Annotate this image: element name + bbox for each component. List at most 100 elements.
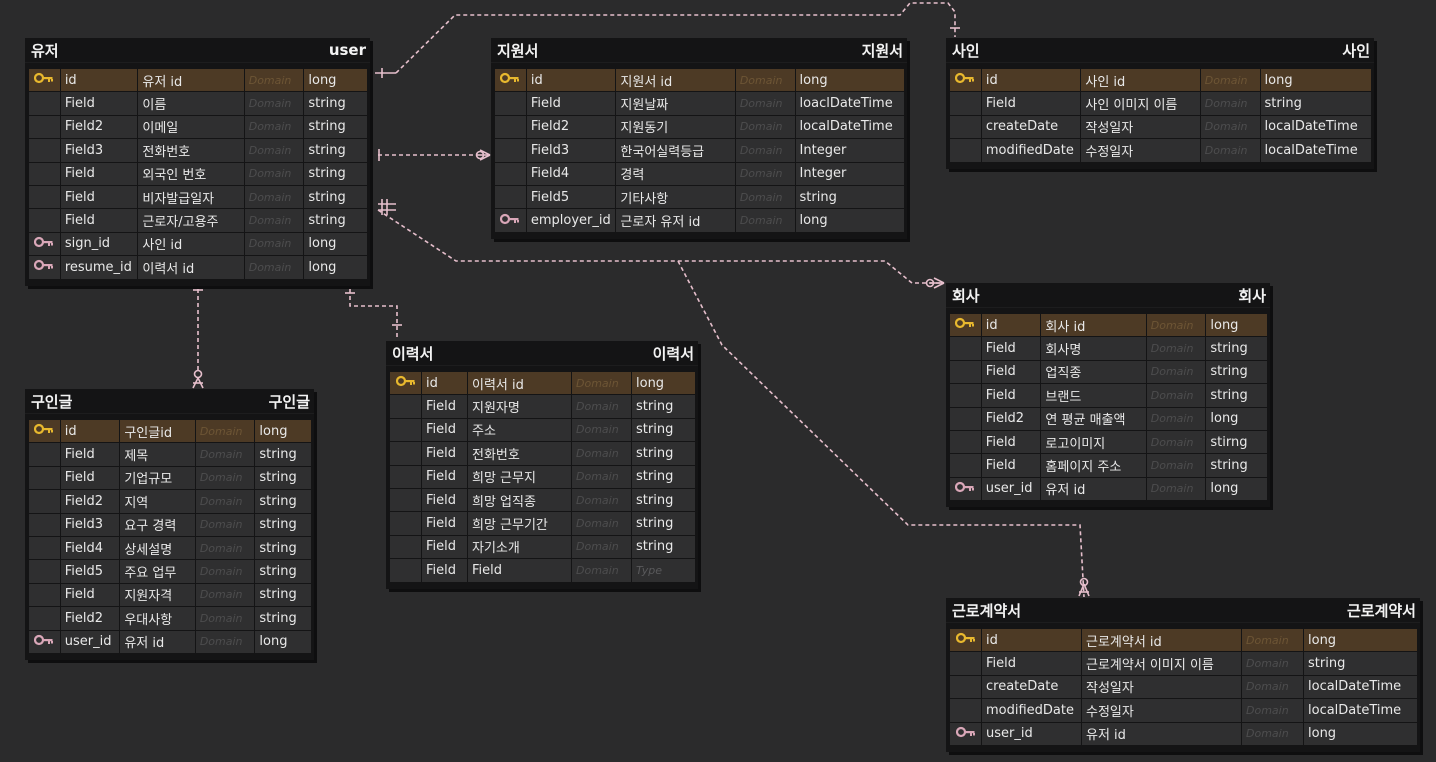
column-type[interactable]: string: [632, 465, 696, 489]
column-name[interactable]: Field: [422, 535, 468, 560]
column-logical-name[interactable]: 지원동기: [616, 115, 736, 140]
column-name[interactable]: Field: [422, 488, 468, 513]
column-logical-name[interactable]: 작성일자: [1081, 115, 1201, 140]
column-name[interactable]: Field: [60, 209, 139, 233]
column-domain[interactable]: Domain: [572, 465, 632, 489]
column-logical-name[interactable]: 회사명: [1041, 337, 1147, 361]
column-logical-name[interactable]: 비자발급일자: [138, 185, 245, 210]
column-type[interactable]: string: [255, 443, 312, 467]
column-domain[interactable]: Domain: [572, 395, 632, 419]
column-name[interactable]: id: [982, 629, 1082, 653]
column-domain[interactable]: Domain: [195, 443, 256, 467]
column-domain[interactable]: Domain: [1146, 430, 1207, 455]
column-logical-name[interactable]: 한국어실력등급: [616, 139, 736, 163]
column-logical-name[interactable]: 사인 id: [1081, 69, 1201, 93]
column-domain[interactable]: Domain: [244, 92, 305, 116]
column-domain[interactable]: Domain: [244, 69, 305, 93]
column-logical-name[interactable]: Field: [468, 559, 572, 583]
column-type[interactable]: long: [304, 69, 368, 93]
column-logical-name[interactable]: 이름: [138, 92, 245, 116]
column-type[interactable]: string: [304, 209, 368, 233]
column-type[interactable]: string: [1206, 454, 1268, 478]
column-type[interactable]: string: [632, 442, 696, 466]
column-name[interactable]: Field: [982, 652, 1082, 676]
column-type[interactable]: string: [255, 536, 312, 561]
column-logical-name[interactable]: 브랜드: [1041, 384, 1147, 408]
column-domain[interactable]: Domain: [195, 490, 256, 514]
column-type[interactable]: string: [255, 490, 312, 514]
column-domain[interactable]: Domain: [1146, 384, 1207, 408]
column-name[interactable]: Field2: [526, 115, 617, 140]
column-domain[interactable]: Domain: [572, 442, 632, 466]
column-name[interactable]: createDate: [981, 115, 1082, 140]
column-name[interactable]: Field: [60, 92, 139, 116]
column-domain[interactable]: Domain: [195, 607, 256, 631]
column-logical-name[interactable]: 우대사항: [120, 607, 196, 631]
column-type[interactable]: string: [304, 92, 368, 116]
column-domain[interactable]: Domain: [735, 69, 796, 93]
column-logical-name[interactable]: 이력서 id: [138, 256, 245, 280]
column-name[interactable]: user_id: [981, 477, 1042, 502]
column-domain[interactable]: Domain: [1200, 139, 1261, 163]
column-name[interactable]: Field: [60, 443, 121, 467]
column-name[interactable]: modifiedDate: [981, 139, 1082, 163]
column-name[interactable]: user_id: [982, 722, 1082, 746]
column-logical-name[interactable]: 제목: [120, 443, 196, 467]
column-name[interactable]: id: [422, 372, 468, 396]
column-name[interactable]: Field: [422, 465, 468, 489]
column-logical-name[interactable]: 연 평균 매출액: [1041, 407, 1147, 431]
column-domain[interactable]: Domain: [195, 560, 256, 584]
column-logical-name[interactable]: 기업규모: [120, 466, 196, 491]
column-domain[interactable]: Domain: [244, 232, 305, 257]
column-domain[interactable]: Domain: [1242, 629, 1304, 653]
column-name[interactable]: Field2: [60, 490, 121, 514]
column-type[interactable]: string: [255, 607, 312, 631]
column-type[interactable]: string: [255, 583, 312, 608]
column-domain[interactable]: Domain: [1200, 92, 1261, 116]
column-domain[interactable]: Domain: [735, 185, 796, 210]
column-domain[interactable]: Domain: [572, 418, 632, 443]
column-domain[interactable]: Domain: [1200, 69, 1261, 93]
column-type[interactable]: long: [1206, 477, 1268, 502]
column-logical-name[interactable]: 근로자 유저 id: [616, 209, 736, 233]
column-type[interactable]: long: [1206, 314, 1268, 338]
column-name[interactable]: resume_id: [60, 256, 139, 280]
column-logical-name[interactable]: 로고이미지: [1041, 430, 1147, 455]
column-logical-name[interactable]: 상세설명: [120, 536, 196, 561]
column-domain[interactable]: Domain: [195, 536, 256, 561]
column-type[interactable]: string: [632, 395, 696, 419]
column-name[interactable]: Field: [526, 92, 617, 116]
column-name[interactable]: Field: [981, 454, 1042, 478]
column-domain[interactable]: Domain: [195, 583, 256, 608]
column-type[interactable]: string: [304, 185, 368, 210]
column-type[interactable]: localDateTime: [795, 115, 905, 140]
column-logical-name[interactable]: 근로자/고용주: [138, 209, 245, 233]
column-name[interactable]: Field3: [526, 139, 617, 163]
column-logical-name[interactable]: 수정일자: [1082, 699, 1242, 723]
column-type[interactable]: long: [304, 256, 368, 280]
column-name[interactable]: id: [981, 314, 1042, 338]
column-name[interactable]: modifiedDate: [982, 699, 1082, 723]
column-logical-name[interactable]: 사인 이미지 이름: [1081, 92, 1201, 116]
column-type[interactable]: string: [632, 488, 696, 513]
